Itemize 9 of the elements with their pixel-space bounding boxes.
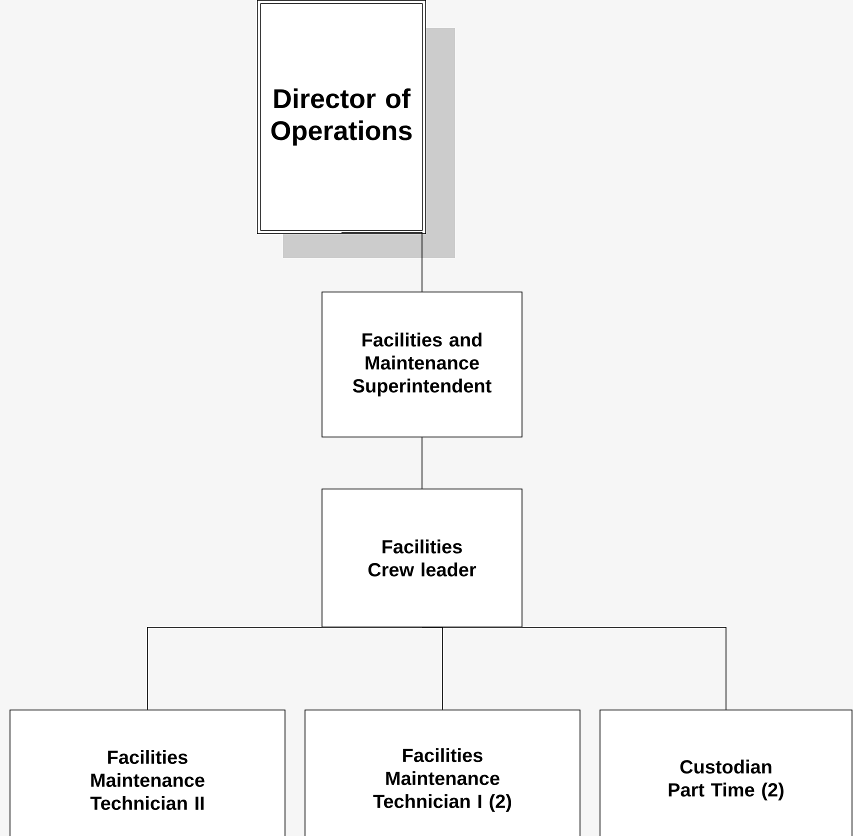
role-box: Facilities and Maintenance Superintendent [322,292,522,438]
role-box: Facilities Crew leader [322,488,522,628]
role-box: Facilities Maintenance Technician I (2) [304,710,580,836]
role-box: Custodian Part Time (2) [600,710,852,836]
connector-line [422,627,726,710]
connector-line [341,232,422,292]
role-box: Director of Operations [257,0,455,258]
role-box: Facilities Maintenance Technician II [10,710,286,836]
connector-line [147,627,422,710]
